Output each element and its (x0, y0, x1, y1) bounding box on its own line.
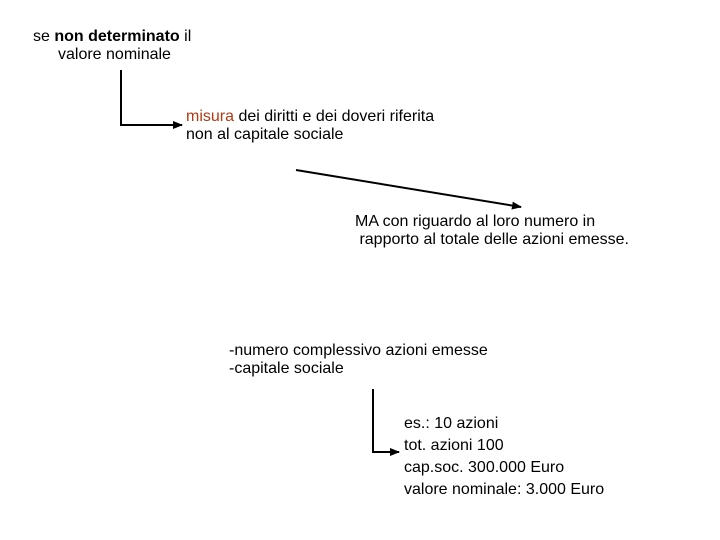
text-il: il (179, 28, 192, 45)
text-se: se (33, 28, 55, 45)
example-line-valore-nominale: valore nominale: 3.000 Euro (404, 481, 605, 498)
text-non-al-capitale: non al capitale sociale (186, 126, 344, 143)
example-line-cap-soc: cap.soc. 300.000 Euro (404, 459, 565, 476)
text-non-determinato: non determinato (54, 28, 180, 45)
line-misura: misura dei diritti e dei doveri riferita (186, 108, 434, 126)
text-block-valore-nominale: se non determinato il valore nominale (33, 28, 191, 64)
text-misura-highlight: misura (186, 108, 235, 125)
text-numero-complessivo: -numero complessivo azioni emesse (229, 342, 488, 359)
text-valore-nominale: valore nominale (58, 46, 171, 63)
elbow-arrow-1 (120, 70, 183, 129)
text-block-ma-con-riguardo: MA con riguardo al loro numero in rappor… (355, 213, 629, 249)
example-line-azioni: es.: 10 azioni (404, 415, 499, 432)
text-block-misura: misura dei diritti e dei doveri riferita… (186, 108, 434, 144)
text-rapporto-al-totale: rapporto al totale delle azioni emesse. (355, 231, 629, 248)
line-se-non-determinato: se non determinato il (33, 28, 191, 46)
diagonal-arrow (295, 169, 522, 210)
text-block-esempio: es.: 10 azioni tot. azioni 100 cap.soc. … (404, 413, 604, 501)
text-ma-con-riguardo: MA con riguardo al loro numero in (355, 213, 596, 230)
elbow-arrow-2 (372, 389, 400, 456)
text-misura-rest: dei diritti e dei doveri riferita (234, 108, 435, 125)
example-line-tot-azioni: tot. azioni 100 (404, 437, 504, 454)
text-capitale-sociale: -capitale sociale (229, 360, 344, 377)
text-block-numero-complessivo: -numero complessivo azioni emesse -capit… (229, 342, 488, 378)
